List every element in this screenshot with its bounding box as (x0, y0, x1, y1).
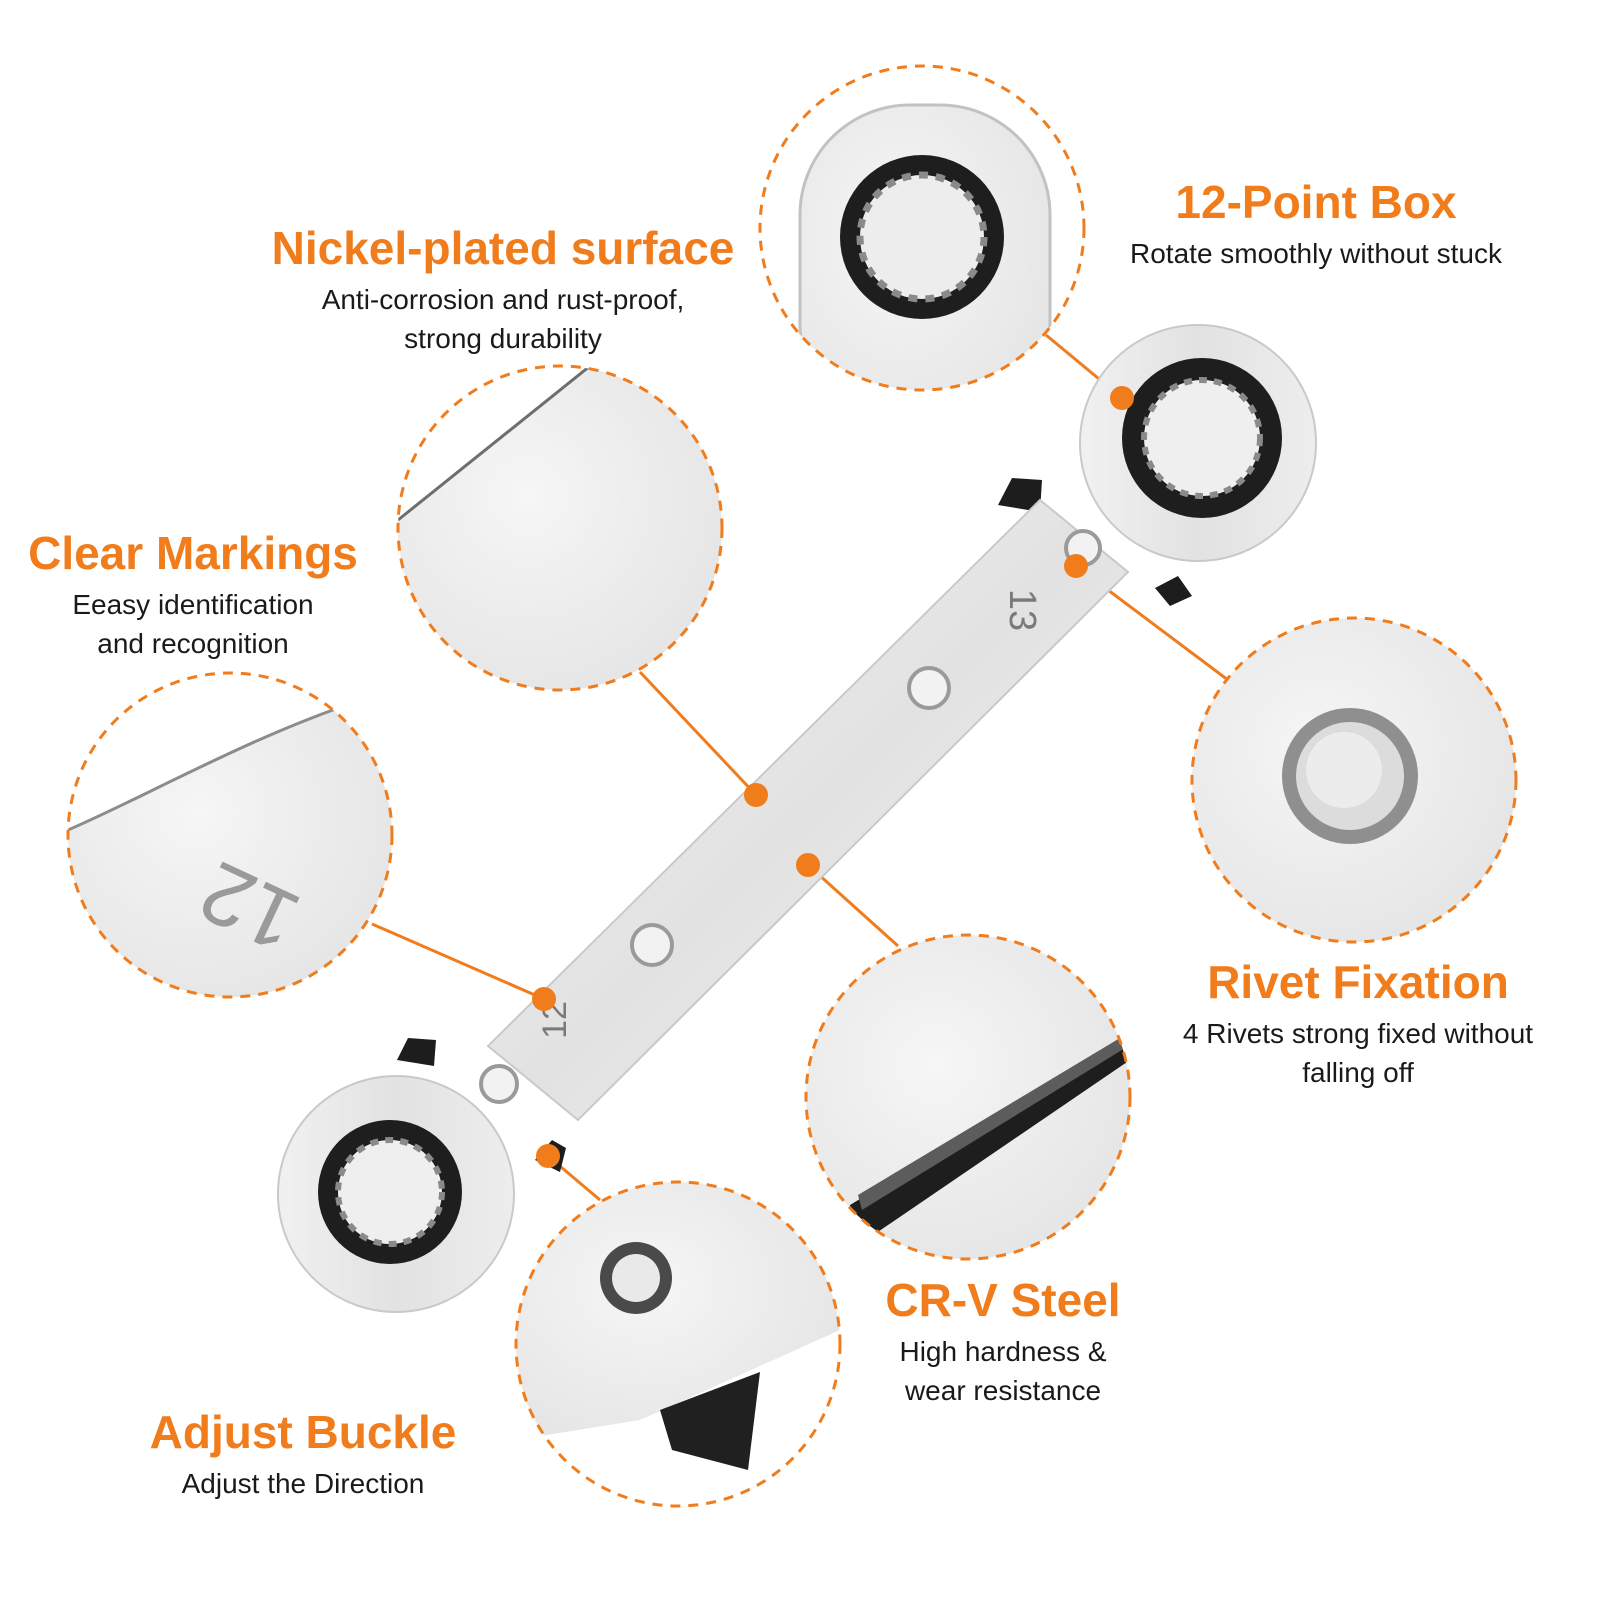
leader-line-nickel-surface (638, 670, 758, 797)
feature-description: Eeasy identification and recognition (72, 589, 314, 659)
rivet-icon (630, 923, 674, 967)
lower-switch-icon (397, 1038, 436, 1066)
zoom-12-point-box (758, 64, 1086, 392)
feature-crv-steel: CR-V Steel High hardness & wear resistan… (870, 1274, 1136, 1410)
feature-adjust-buckle: Adjust Buckle Adjust the Direction (142, 1406, 464, 1503)
feature-title: CR-V Steel (885, 1274, 1121, 1326)
upper-switch-icon (998, 478, 1042, 512)
leader-line-markings (371, 922, 545, 1001)
wrench: 13 12 (277, 324, 1317, 1313)
leader-line-steel (806, 863, 900, 948)
lower-12-point-box-icon (318, 1120, 462, 1264)
feature-title: Nickel-plated surface (271, 222, 735, 274)
feature-title: Adjust Buckle (149, 1406, 457, 1458)
feature-nickel-surface: Nickel-plated surface Anti-corrosion and… (264, 222, 742, 358)
feature-description: Adjust the Direction (181, 1468, 425, 1499)
feature-description: 4 Rivets strong fixed without falling of… (1182, 1018, 1534, 1088)
feature-title: Clear Markings (28, 527, 358, 579)
rivet-icon (907, 666, 951, 710)
upper-12-point-box-icon (1122, 358, 1282, 518)
feature-description: Anti-corrosion and rust-proof, strong du… (321, 284, 685, 354)
size-marking-upper: 13 (1001, 589, 1043, 631)
feature-clear-markings: Clear Markings Eeasy identification and … (20, 527, 366, 663)
zoom-crv-steel (804, 933, 1132, 1261)
zoom-clear-markings: 12 (66, 671, 394, 999)
feature-description: High hardness & wear resistance (899, 1336, 1107, 1406)
feature-12-point-box: 12-Point Box Rotate smoothly without stu… (1106, 176, 1526, 273)
rivet-icon (479, 1064, 519, 1104)
zoom-nickel-surface (396, 364, 724, 692)
feature-rivet-fixation: Rivet Fixation 4 Rivets strong fixed wit… (1166, 956, 1550, 1092)
feature-description: Rotate smoothly without stuck (1130, 238, 1502, 269)
zoom-adjust-buckle (514, 1180, 842, 1508)
zoom-rivet (1190, 616, 1518, 944)
feature-title: 12-Point Box (1175, 176, 1457, 228)
feature-title: Rivet Fixation (1207, 956, 1509, 1008)
